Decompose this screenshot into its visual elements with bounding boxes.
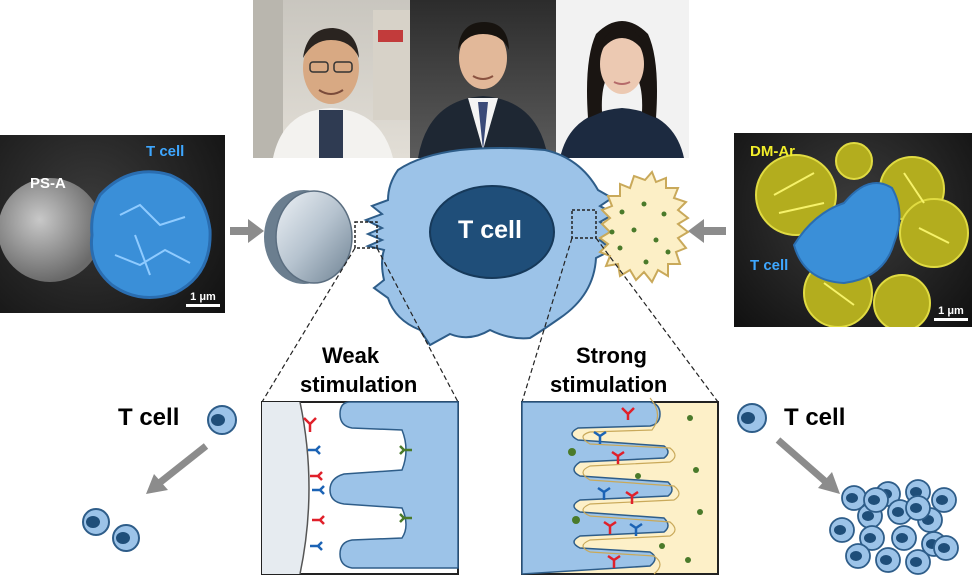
proliferated-cell-nucleus [864,533,876,543]
portrait-photo-1 [253,0,410,158]
strong-title-line1: Strong [576,343,647,368]
sem-image-left: PS-A T cell 1 μm [0,135,225,313]
sem-tcell-left [89,170,212,299]
sem-left-tcell-label: T cell [146,143,185,160]
portrait-photo-3 [556,0,689,158]
proliferated-cell-nucleus [834,525,846,535]
zoom-box-left [354,221,378,249]
strong-antibodies [593,407,643,568]
strong-ligands [568,415,703,563]
strong-single-cell [737,403,767,433]
weak-receptors [399,445,412,523]
sem-image-right: DM-Ar T cell 1 μm [734,133,972,327]
portrait-photo-2 [410,0,556,158]
weak-title-line1: Weak [322,343,380,368]
proliferated-cell-nucleus [880,555,892,565]
weak-daughter-cells [82,508,140,552]
strong-tcell-membrane [521,401,673,575]
weak-stimulation-panel [261,401,459,575]
sem-right-tcell-label: T cell [750,257,789,274]
proliferated-cell-nucleus [868,495,880,505]
arrow-strong-proliferation [775,437,840,494]
proliferated-cell-nucleus [896,533,908,543]
proliferated-cell-nucleus [846,493,858,503]
ps-a-label: PS-A [30,175,66,192]
proliferated-cell-nucleus [910,487,922,497]
zoom-box-right [571,209,597,239]
proliferated-cell-nucleus [936,495,948,505]
proliferated-cell-nucleus [938,543,950,553]
center-tcell-label: T cell [458,216,522,244]
proliferated-cell-nucleus [862,511,874,521]
weak-title-line2: stimulation [300,372,418,397]
arrow-weak-proliferation [146,443,209,494]
weak-single-cell [207,405,237,435]
weak-antibodies [303,417,325,551]
sem-tcell-right [792,182,901,285]
proliferated-cell-nucleus [910,557,922,567]
strong-stimulation-panel [521,397,719,575]
dm-ar-spiky-particle [598,170,690,284]
ps-a-disc-particle [264,190,353,284]
proliferated-cell-nucleus [850,551,862,561]
scale-bar-right: 1 μm [934,305,968,321]
dm-ar-label: DM-Ar [750,143,795,160]
arrow-right-to-particle [688,219,726,243]
arrow-left-to-disc [230,219,264,243]
nucleus [429,185,555,279]
weak-tcell-membrane [329,401,459,569]
strong-proliferated-cells [829,479,959,575]
proliferated-cell-nucleus [892,507,904,517]
scale-bar-left: 1 μm [186,291,220,307]
proliferated-cell-nucleus [910,503,922,513]
strong-title-line2: stimulation [550,372,668,397]
weak-tcell-label: T cell [118,404,180,431]
strong-tcell-label: T cell [784,404,846,431]
ps-a-particle [0,178,102,282]
